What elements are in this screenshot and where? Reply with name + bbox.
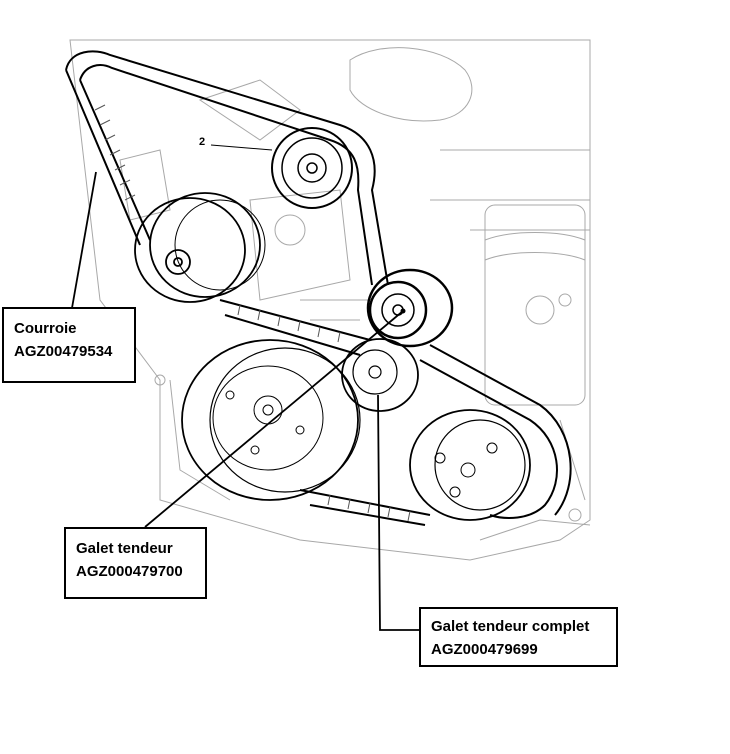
belt bbox=[65, 50, 572, 526]
label-courroie-ref: AGZ00479534 bbox=[14, 343, 113, 360]
leader-galet-tendeur bbox=[144, 310, 404, 528]
crankshaft-pulley bbox=[181, 339, 361, 501]
alternator-pulley bbox=[134, 192, 266, 303]
leader-courroie bbox=[71, 171, 97, 309]
label-galet-complet-ref: AGZ000479699 bbox=[431, 641, 538, 658]
label-galet-tendeur: Galet tendeur AGZ000479700 bbox=[64, 527, 207, 599]
label-courroie: Courroie AGZ00479534 bbox=[2, 307, 136, 383]
label-galet-tendeur-ref: AGZ000479700 bbox=[76, 563, 183, 580]
engine-block-sketch bbox=[69, 39, 591, 561]
part-leader-2 bbox=[210, 144, 273, 151]
tensioner-assembly bbox=[341, 338, 419, 412]
leader-galet-complet bbox=[377, 394, 419, 631]
idler-pulley-2 bbox=[271, 127, 353, 209]
tensioner-pulley bbox=[366, 268, 454, 348]
part-number-label: 2 bbox=[199, 136, 206, 148]
leader-dot bbox=[400, 308, 406, 314]
label-galet-tendeur-name: Galet tendeur bbox=[76, 540, 173, 557]
label-galet-complet-name: Galet tendeur complet bbox=[431, 618, 590, 635]
label-galet-tendeur-complet: Galet tendeur complet AGZ000479699 bbox=[419, 607, 618, 667]
leader-lines bbox=[71, 171, 419, 631]
water-pump-pulley bbox=[409, 409, 531, 521]
label-courroie-name: Courroie bbox=[14, 320, 77, 337]
belt-ribs bbox=[94, 104, 411, 522]
